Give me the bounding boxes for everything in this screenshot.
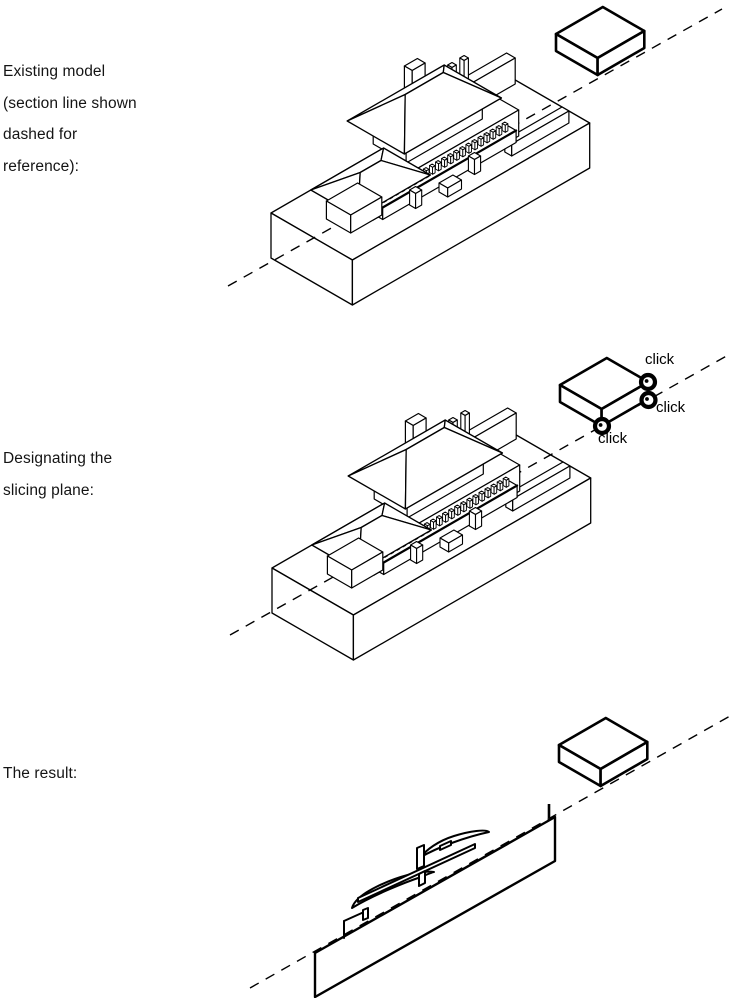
chimney-section bbox=[416, 844, 425, 870]
balcony-section bbox=[357, 843, 476, 903]
wall-post-section bbox=[439, 840, 452, 851]
step-wall-section bbox=[343, 911, 365, 939]
click-label: click bbox=[656, 399, 686, 416]
click-marker-icon bbox=[638, 372, 658, 392]
caption-line: reference): bbox=[3, 157, 80, 175]
slicing-plane-figure bbox=[229, 353, 730, 661]
roof-section-lower bbox=[351, 870, 435, 909]
step-wall-section bbox=[362, 907, 369, 921]
caption-line: Existing model bbox=[3, 63, 106, 80]
caption-existing-model: Existing model (section line shown dashe… bbox=[3, 56, 137, 182]
existing-model-figure bbox=[227, 5, 723, 306]
caption-line: Designating the bbox=[3, 450, 113, 467]
caption-designating-plane: Designating the slicing plane: bbox=[3, 443, 112, 506]
result-section-line-layer bbox=[249, 715, 730, 989]
sliced-model-drawing bbox=[313, 804, 557, 998]
caption-line: slicing plane: bbox=[3, 481, 95, 499]
caption-line: dashed for bbox=[3, 126, 78, 143]
caption-line: The result: bbox=[3, 765, 78, 782]
click-marker-icon bbox=[639, 390, 658, 410]
cut-plane bbox=[313, 815, 557, 998]
result-figure bbox=[249, 715, 730, 998]
caption-result: The result: bbox=[3, 758, 77, 790]
wall-post-section bbox=[418, 870, 426, 887]
click-label: click bbox=[598, 430, 628, 447]
caption-line: (section line shown bbox=[3, 94, 137, 112]
click-marker-icon bbox=[592, 416, 612, 436]
click-label: click bbox=[645, 351, 675, 368]
